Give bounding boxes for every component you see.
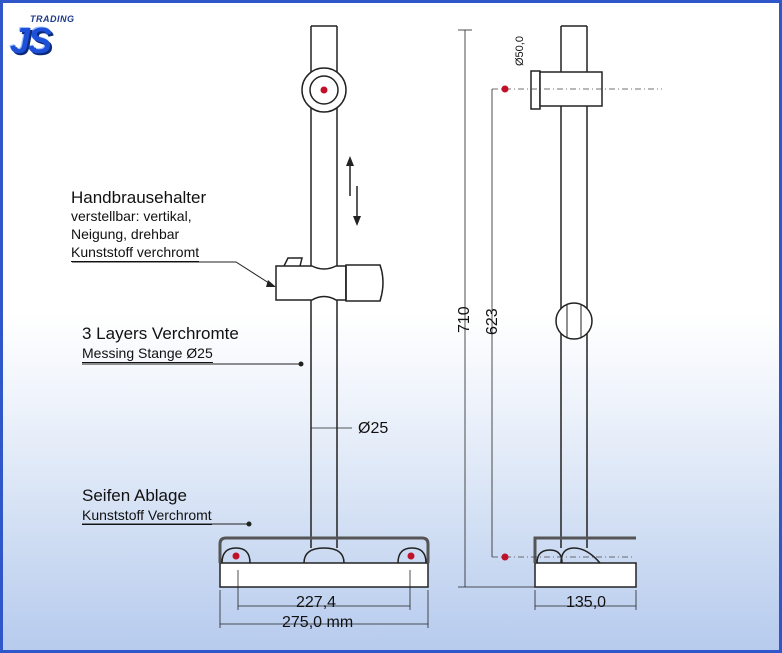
side-soap-dish-base xyxy=(534,562,637,588)
rod-leader-dot xyxy=(298,361,304,367)
dish-title: Seifen Ablage xyxy=(82,486,187,505)
mount-height-label: 623 xyxy=(484,308,501,335)
holder-line3: Kunststoff verchromt xyxy=(71,244,200,262)
front-soap-dish-rim xyxy=(218,536,430,563)
rod-title: 3 Layers Verchromte xyxy=(82,324,239,343)
logo-mark: JS xyxy=(10,20,52,61)
front-holder-knob xyxy=(283,257,303,267)
front-soap-dish-base xyxy=(219,562,429,588)
js-trading-logo: TRADING JS xyxy=(8,14,88,62)
front-holder-body xyxy=(275,265,347,301)
up-arrowhead xyxy=(346,156,354,166)
bracket-diameter-label: Ø50,0 xyxy=(514,36,526,66)
side-soap-dish-lug xyxy=(536,549,563,564)
front-dish-left-marker xyxy=(232,552,240,560)
logo-tagline: TRADING xyxy=(30,14,75,24)
dish-line1: Kunststoff Verchromt xyxy=(82,507,212,525)
holder-title: Handbrausehalter xyxy=(71,188,207,207)
side-holder-outer xyxy=(555,302,593,340)
side-bracket-plate xyxy=(530,70,541,110)
front-top-bracket-inner xyxy=(309,75,339,105)
front-soap-dish-left-lug xyxy=(221,547,251,564)
rod-line1: Messing Stange Ø25 xyxy=(82,345,213,363)
front-soap-dish-right-lug xyxy=(397,547,427,564)
front-holder-clamp xyxy=(345,264,384,302)
rod-diameter-label: Ø25 xyxy=(358,420,389,437)
holder-line2: Neigung, drehbar xyxy=(71,226,180,242)
inner-width-label: 227,4 xyxy=(296,594,337,611)
front-rod-socket xyxy=(303,547,345,564)
holder-leader-head xyxy=(266,280,276,287)
dish-leader-dot xyxy=(246,521,252,527)
side-depth-label: 135,0 xyxy=(566,594,607,611)
holder-leader-line xyxy=(72,261,273,286)
down-arrowhead xyxy=(353,216,361,226)
side-soap-dish-rim xyxy=(533,536,636,563)
side-dish-marker xyxy=(501,553,509,561)
total-height-label: 710 xyxy=(456,306,473,333)
front-dish-right-marker xyxy=(407,552,415,560)
side-rod-socket xyxy=(560,547,601,564)
front-top-marker xyxy=(320,86,328,94)
side-top-marker xyxy=(501,85,509,93)
holder-line1: verstellbar: vertikal, xyxy=(71,208,192,224)
outer-width-label: 275,0 mm xyxy=(282,614,354,631)
